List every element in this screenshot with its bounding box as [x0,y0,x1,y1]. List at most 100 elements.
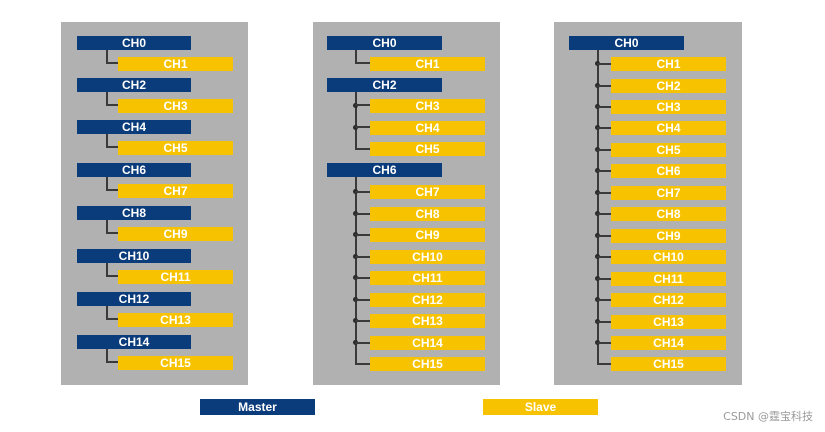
slave-box: CH1 [118,57,233,71]
slave-box: CH7 [370,185,485,199]
master-box: CH0 [77,36,191,50]
slave-box: CH15 [611,357,726,371]
slave-box: CH12 [370,293,485,307]
slave-box: CH3 [118,99,233,113]
slave-box: CH1 [370,57,485,71]
slave-box: CH8 [370,207,485,221]
connector-line [106,146,118,148]
slave-box: CH2 [611,79,726,93]
connector-line [355,234,370,236]
connector-line [597,85,611,87]
slave-box: CH9 [611,229,726,243]
connector-line [106,62,118,64]
slave-box: CH5 [370,142,485,156]
slave-box: CH10 [370,250,485,264]
connector-line [106,177,108,190]
connector-line [355,62,370,64]
connector-line [597,278,611,280]
connector-line [597,235,611,237]
connector-line [355,104,370,106]
slave-box: CH14 [370,336,485,350]
connector-line [355,256,370,258]
slave-box: CH4 [370,121,485,135]
connector-line [597,256,611,258]
master-box: CH4 [77,120,191,134]
connector-line [106,134,108,147]
watermark-text: CSDN @霆宝科技 [723,410,813,423]
slave-box: CH15 [118,356,233,370]
master-box: CH2 [327,78,442,92]
slave-box: CH11 [611,272,726,286]
connector-line [597,321,611,323]
connector-line [106,275,118,277]
connector-line [355,148,370,150]
slave-box: CH14 [611,336,726,350]
connector-line [106,349,108,362]
connector-line [597,106,611,108]
connector-line [597,50,599,364]
master-box: CH8 [77,206,191,220]
legend-master: Master [200,399,315,415]
connector-line [106,92,108,105]
connector-line [106,263,108,276]
master-box: CH6 [327,163,442,177]
connector-line [597,127,611,129]
connector-line [597,63,611,65]
connector-line [597,299,611,301]
connector-line [106,318,118,320]
connector-line [355,50,357,63]
connector-line [106,50,108,63]
junction-dot [353,103,358,108]
slave-box: CH5 [118,141,233,155]
connector-line [355,191,370,193]
slave-box: CH15 [370,357,485,371]
slave-box: CH1 [611,57,726,71]
connector-line [597,342,611,344]
connector-line [106,361,118,363]
connector-line [355,92,357,149]
master-box: CH14 [77,335,191,349]
slave-box: CH9 [370,228,485,242]
master-box: CH6 [77,163,191,177]
connector-line [597,363,611,365]
connector-line [355,320,370,322]
slave-box: CH11 [370,271,485,285]
slave-box: CH9 [118,227,233,241]
connector-line [597,213,611,215]
slave-box: CH13 [370,314,485,328]
legend-slave: Slave [483,399,598,415]
connector-line [597,170,611,172]
connector-line [355,363,370,365]
slave-box: CH4 [611,121,726,135]
slave-box: CH13 [118,313,233,327]
slave-box: CH5 [611,143,726,157]
slave-box: CH13 [611,315,726,329]
master-box: CH0 [569,36,684,50]
master-box: CH0 [327,36,442,50]
connector-line [106,220,108,233]
master-box: CH10 [77,249,191,263]
slave-box: CH11 [118,270,233,284]
junction-dot [353,125,358,130]
slave-box: CH12 [611,293,726,307]
slave-box: CH3 [370,99,485,113]
connector-line [355,342,370,344]
slave-box: CH3 [611,100,726,114]
panel-2: CH0 CH1 CH2 CH3 CH4 CH5 CH6 CH7 CH8 CH9 … [313,22,500,385]
connector-line [355,213,370,215]
slave-box: CH10 [611,250,726,264]
master-box: CH12 [77,292,191,306]
connector-line [597,192,611,194]
connector-line [597,149,611,151]
slave-box: CH6 [611,164,726,178]
panel-1: CH0 CH1 CH2 CH3 CH4 CH5 CH6 CH7 CH8 CH9 … [61,22,248,385]
connector-line [355,299,370,301]
slave-box: CH8 [611,207,726,221]
connector-line [106,104,118,106]
panel-3: CH0 CH1 CH2 CH3 CH4 CH5 CH6 CH7 CH8 CH9 … [554,22,742,385]
connector-line [355,126,370,128]
slave-box: CH7 [118,184,233,198]
connector-line [106,232,118,234]
connector-line [355,277,370,279]
connector-line [106,306,108,319]
